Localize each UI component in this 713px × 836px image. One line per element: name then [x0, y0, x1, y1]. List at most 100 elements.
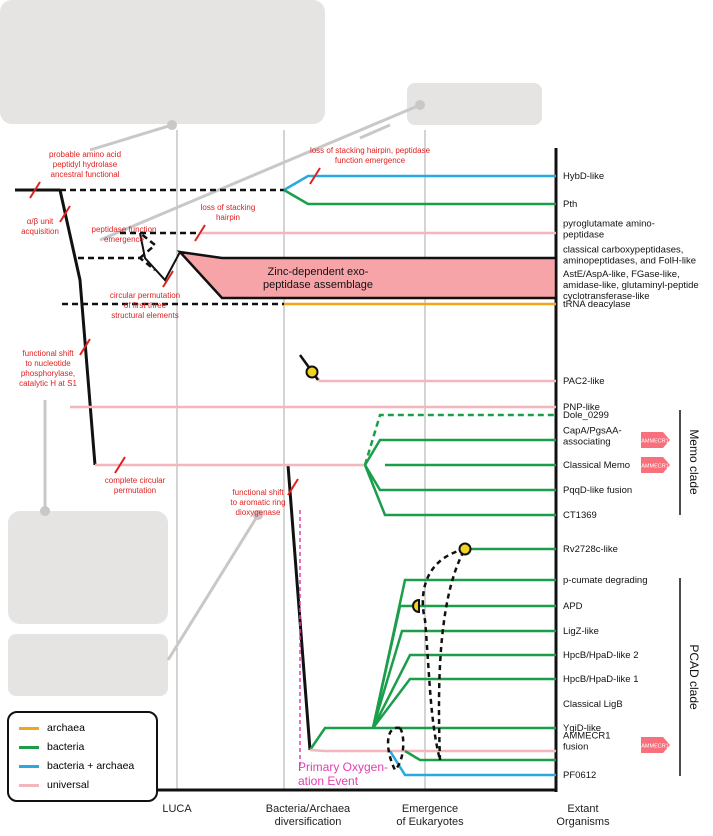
lineage-ygid — [309, 748, 556, 753]
clade-label-pcad: PCAD clade — [687, 644, 701, 710]
lineage-pac2 — [304, 361, 556, 383]
legend-swatch-bacteria-archaea — [19, 764, 39, 768]
callout-dot-ring — [253, 510, 263, 520]
lineage-ct1369 — [363, 464, 556, 517]
legend-label-bacteria: bacteria — [47, 741, 85, 753]
fusion-loop-rv2728 — [421, 547, 466, 761]
family-label-5: tRNA deacylase — [563, 299, 631, 310]
family-label-10: Classical Memo — [563, 460, 630, 471]
ammecr1-tag-label-2: AMMECR1 — [641, 744, 669, 750]
family-label-16: LigZ-like — [563, 626, 599, 637]
reaction-panel-amide-hydrolysis — [407, 83, 542, 125]
event-loss-hairpin-peptidase — [309, 167, 321, 185]
legend-label-archaea: archaea — [47, 722, 85, 734]
trunk — [15, 188, 312, 751]
family-label-17: HpcB/HpaD-like 2 — [563, 650, 639, 661]
dash-peptidase — [78, 256, 156, 271]
yellow-marker-pac2 — [305, 365, 319, 379]
callout-dot-peptidoglycan — [167, 120, 177, 130]
legend-item-bacteria: bacteria — [19, 740, 84, 754]
legend-label-universal: universal — [47, 779, 90, 791]
event-loss-hairpin — [194, 224, 206, 242]
lineage-pth — [283, 188, 556, 206]
lineage-ligz — [371, 629, 556, 729]
family-label-4: AstE/AspA-like, FGase-like,amidase-like,… — [563, 269, 699, 302]
domain-tags — [641, 432, 670, 753]
assemblage-stem — [139, 232, 181, 282]
callout-dot-amide — [415, 100, 425, 110]
fusion-loops — [386, 547, 467, 773]
lineage-hpcb1 — [372, 677, 556, 729]
lineage-pcad-root — [308, 726, 373, 751]
callout-line-peptidoglycan — [89, 123, 173, 152]
yellow-marker-apd — [412, 598, 420, 614]
legend: archaea bacteria bacteria + archaea univ… — [7, 711, 158, 802]
assemblage-wedge — [176, 250, 558, 300]
era-label-0: LUCA — [162, 803, 192, 815]
lineage-apd — [371, 604, 556, 729]
family-label-22: PF0612 — [563, 770, 596, 781]
family-label-3: classical carboxypeptidases,aminopeptida… — [563, 245, 696, 267]
reaction-panel-peptidoglycan — [0, 0, 325, 124]
legend-swatch-bacteria — [19, 745, 39, 749]
clade-label-memo: Memo clade — [687, 429, 701, 495]
family-label-18: HpcB/HpaD-like 1 — [563, 674, 639, 685]
callout-line-ring — [166, 514, 260, 661]
event-aromatic — [287, 478, 299, 496]
callout-line-amide-2 — [359, 123, 391, 140]
ammecr1-tag-memo — [641, 457, 670, 473]
dash-peptidase-2 — [139, 232, 157, 259]
family-label-14: p-cumate degrading — [563, 575, 648, 586]
reaction-panel-ring-cleavage — [8, 634, 168, 696]
legend-item-archaea: archaea — [19, 721, 85, 735]
family-label-2: pyroglutamate amino-peptidase — [563, 219, 655, 241]
family-label-13: Rv2728c-like — [563, 544, 618, 555]
family-label-8: Dole_0299 — [563, 410, 609, 421]
trunk-pcad — [286, 464, 312, 751]
trunk-vertical — [58, 189, 97, 466]
lineage-pf0612 — [388, 750, 556, 777]
lineage-hpcb2 — [371, 653, 556, 729]
legend-item-bacteria-archaea: bacteria + archaea — [19, 759, 134, 773]
family-label-15: APD — [563, 601, 583, 612]
lineage-hybd — [283, 174, 556, 192]
family-label-11: PqqD-like fusion — [563, 485, 632, 496]
legend-swatch-universal — [19, 783, 39, 787]
callout-line-amide — [99, 103, 421, 242]
ammecr1-tag-label-0: AMMECR1 — [641, 439, 669, 445]
family-label-12: CT1369 — [563, 510, 597, 521]
legend-swatch-archaea — [19, 726, 39, 730]
event-circular-perm — [162, 270, 174, 288]
event-complete-circular — [114, 456, 126, 474]
event-ab-unit — [59, 205, 71, 223]
callout-dot-nucleoside — [40, 506, 50, 516]
lineage-capa — [363, 438, 556, 466]
fusion-loop-rv2728-b — [437, 548, 467, 761]
family-label-20: YgiD-like — [563, 723, 601, 734]
yellow-marker-rv2728 — [458, 542, 472, 556]
reaction-panel-nucleoside — [8, 511, 168, 624]
family-label-19: Classical LigB — [563, 699, 623, 710]
era-guides — [176, 130, 426, 790]
callout-lines — [43, 103, 421, 661]
family-label-7: PNP-like — [563, 402, 600, 413]
ammecr1-tag-fusion — [641, 737, 670, 753]
legend-label-bacteria-archaea: bacteria + archaea — [47, 760, 135, 772]
family-label-6: PAC2-like — [563, 376, 605, 387]
lineage-pqqd — [363, 464, 556, 492]
ammecr1-tag-label-1: AMMECR1 — [641, 464, 669, 470]
lineage-ammecr1 — [404, 749, 556, 762]
